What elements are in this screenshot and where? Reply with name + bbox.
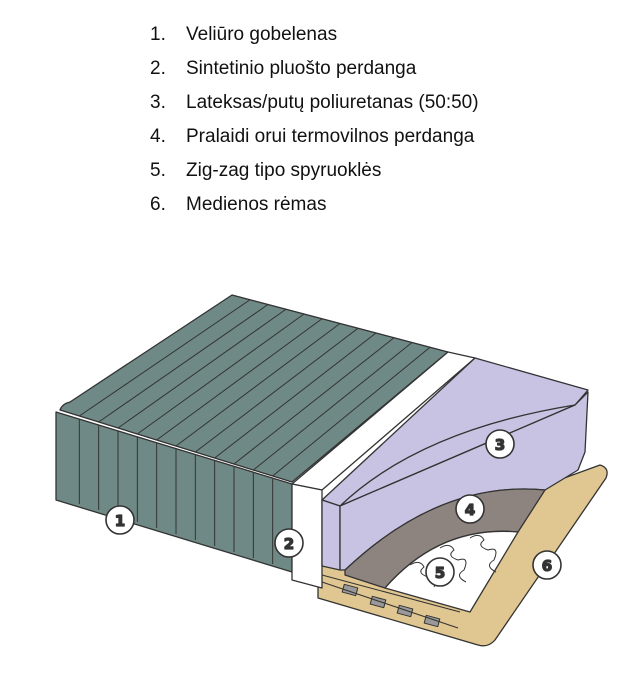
legend-item: 3. Lateksas/putų poliuretanas (50:50) <box>150 92 479 126</box>
velvet-stripe <box>117 308 287 429</box>
velvet-stripe <box>214 332 377 459</box>
velvet-stripe <box>272 346 431 477</box>
velvet-stripe <box>156 318 323 441</box>
velvet-stripe <box>253 342 413 471</box>
marker-4: 4 <box>455 494 485 524</box>
marker-3: 3 <box>485 429 515 459</box>
svg-text:5: 5 <box>435 564 445 582</box>
legend-item: 6. Medienos rėmas <box>150 194 479 228</box>
legend-item: 4. Pralaidi orui termovilnos perdanga <box>150 126 479 160</box>
marker-5: 5 <box>425 557 455 587</box>
marker-1: 1 <box>105 505 135 535</box>
svg-text:3: 3 <box>495 436 505 454</box>
legend-number: 3. <box>150 92 166 113</box>
legend-label: Pralaidi orui termovilnos perdanga <box>186 126 475 147</box>
legend-label: Lateksas/putų poliuretanas (50:50) <box>186 92 479 113</box>
legend-label: Medienos rėmas <box>186 194 327 215</box>
legend-label: Sintetinio pluošto perdanga <box>186 58 417 79</box>
svg-text:2: 2 <box>284 535 294 553</box>
svg-text:6: 6 <box>542 557 552 575</box>
legend-item: 2. Sintetinio pluošto perdanga <box>150 58 479 92</box>
legend-number: 2. <box>150 58 166 79</box>
legend-number: 5. <box>150 160 166 181</box>
legend-item: 5. Zig-zag tipo spyruoklės <box>150 160 479 194</box>
velvet-stripe <box>98 304 269 423</box>
layer-legend: 1. Veliūro gobelenas 2. Sintetinio pluošto… <box>150 24 479 228</box>
svg-text:1: 1 <box>115 512 125 530</box>
legend-number: 6. <box>150 194 166 215</box>
velvet-stripe <box>195 327 359 453</box>
legend-number: 4. <box>150 126 166 147</box>
velvet-stripe <box>137 313 305 435</box>
foam-layer-side <box>321 499 341 571</box>
marker-2: 2 <box>274 528 304 558</box>
velvet-stripe <box>175 323 341 447</box>
velvet-stripe <box>233 337 395 465</box>
legend-number: 1. <box>150 24 166 45</box>
legend-item: 1. Veliūro gobelenas <box>150 24 479 58</box>
marker-6: 6 <box>532 550 562 580</box>
velvet-stripe <box>79 299 251 417</box>
svg-text:4: 4 <box>465 501 475 519</box>
legend-label: Zig-zag tipo spyruoklės <box>186 160 382 181</box>
legend-label: Veliūro gobelenas <box>186 24 338 45</box>
